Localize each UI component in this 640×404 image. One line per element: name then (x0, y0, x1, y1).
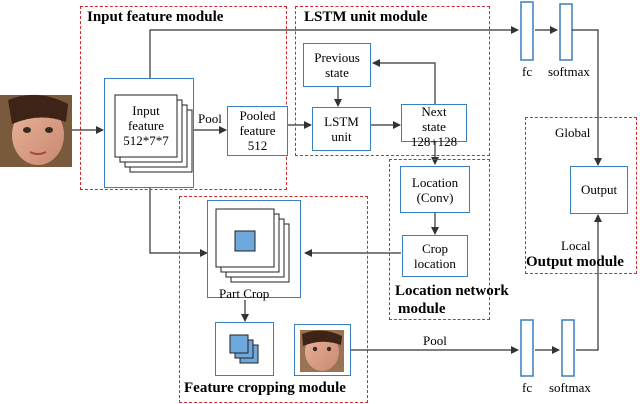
previous-state-label: Previous state (314, 50, 360, 80)
part-crop-label: Part Crop (219, 286, 270, 301)
global-label: Global (555, 125, 591, 140)
lstm-unit-label: LSTM unit (324, 114, 359, 144)
pooled-feature-box (227, 106, 288, 156)
location-network-module-title-line1: Location network (395, 283, 509, 299)
fc-bottom-label: fc (522, 380, 533, 395)
crop-location-box (402, 235, 468, 277)
input-feature-box (104, 78, 194, 188)
location-network-module-border (389, 159, 490, 320)
next-state-box (401, 104, 467, 142)
input-feature-module-title: Input feature module (87, 9, 224, 25)
cropped-image-box (294, 324, 351, 376)
feature-cropping-module-border (179, 196, 368, 403)
input-image (0, 94, 72, 167)
lstm-unit-module-border (295, 6, 490, 156)
input-feature-stack (114, 94, 193, 173)
output-label: Output (580, 182, 618, 197)
output-box (570, 166, 628, 214)
fc-top-bar (520, 1, 534, 61)
pool-top-label: Pool (198, 111, 222, 126)
softmax-top-bar (559, 3, 573, 61)
location-conv-box (400, 166, 470, 213)
location-network-module-title-line2: module (398, 301, 446, 317)
next-state-label: Next state 128+128 (410, 104, 458, 149)
connectors (72, 26, 602, 354)
lstm-unit-module-title: LSTM unit module (304, 9, 428, 25)
local-label: Local (561, 238, 591, 253)
previous-state-box (303, 43, 371, 87)
output-module-title: Output module (526, 254, 624, 270)
part-crop-stack (215, 208, 290, 283)
part-crop-box (207, 200, 301, 298)
pool-bottom-label: Pool (423, 333, 447, 348)
location-conv-label: Location (Conv) (411, 175, 459, 205)
cropped-feature-box (215, 322, 274, 376)
fc-bottom-bar (520, 319, 534, 377)
cropped-feature-stack (229, 334, 259, 364)
softmax-top-label: softmax (548, 64, 590, 79)
crop-location-label: Crop location (414, 241, 456, 271)
softmax-bottom-label: softmax (549, 380, 591, 395)
softmax-bottom-bar (561, 319, 575, 377)
feature-cropping-module-title: Feature cropping module (184, 380, 346, 396)
input-feature-module-border (80, 6, 287, 190)
pooled-feature-label: Pooled feature 512 (239, 108, 276, 153)
lstm-unit-box (312, 107, 371, 151)
input-feature-label: Input feature 512*7*7 (123, 103, 169, 148)
cropped-image (300, 330, 344, 372)
output-module-border (525, 117, 637, 274)
fc-top-label: fc (522, 64, 533, 79)
